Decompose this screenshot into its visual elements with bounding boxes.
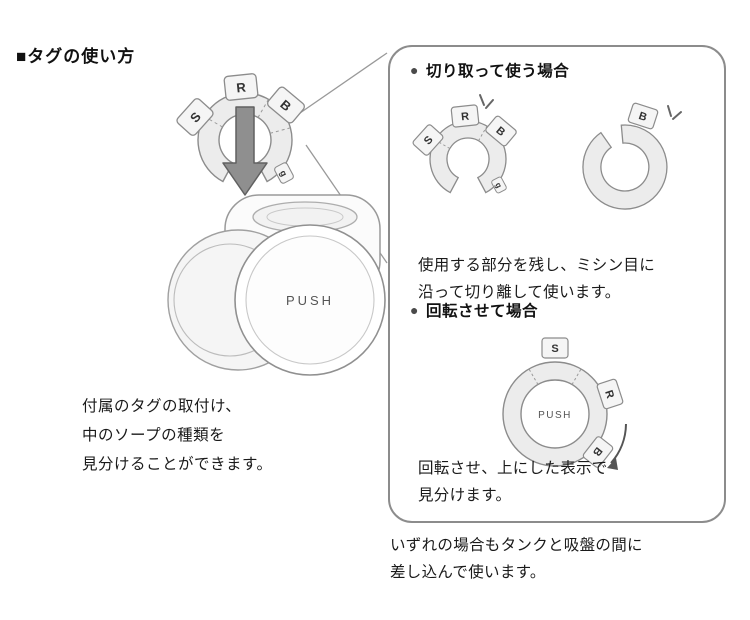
main-illustration: PUSH S R B g bbox=[167, 52, 388, 376]
desc-line: 見分けます。 bbox=[418, 487, 512, 504]
tag-b: B bbox=[582, 436, 614, 468]
tag-b: B bbox=[627, 102, 659, 130]
cut-section-title: 切り取って使う場合 bbox=[425, 63, 570, 80]
svg-text:R: R bbox=[602, 389, 616, 400]
tag-ring bbox=[582, 124, 668, 210]
tag-s: S bbox=[176, 98, 214, 136]
svg-text:R: R bbox=[461, 111, 470, 124]
callout-line-top bbox=[299, 52, 388, 114]
caption-line: 付属のタグの取付け、 bbox=[82, 398, 242, 415]
rotate-section-title: 回転させて場合 bbox=[425, 303, 538, 320]
bullet-icon: ● bbox=[410, 302, 419, 318]
tag-ring-hole bbox=[520, 379, 590, 449]
cut-section-heading: ● 切り取って使う場合 bbox=[410, 59, 569, 81]
caption-line: 見分けることができます。 bbox=[82, 456, 273, 473]
rotate-arrow-icon bbox=[607, 423, 627, 470]
svg-text:S: S bbox=[551, 343, 558, 355]
tag-s: S bbox=[541, 337, 569, 359]
main-caption: 付属のタグの取付け、 中のソープの種類を 見分けることができます。 bbox=[82, 392, 272, 479]
footer-line: いずれの場合もタンクと吸盤の間に bbox=[390, 537, 643, 554]
footer-line: 差し込んで使います。 bbox=[390, 564, 546, 581]
emphasis-lines bbox=[479, 94, 494, 109]
tag-r: R bbox=[596, 378, 624, 410]
desc-line: 回転させ、上にした表示で bbox=[418, 460, 608, 477]
cut-diagram-single: B bbox=[582, 102, 682, 210]
perforation-lines bbox=[528, 368, 582, 385]
down-arrow-icon bbox=[222, 106, 268, 196]
bullet-icon: ● bbox=[410, 62, 419, 78]
instructions-panel: ● 切り取って使う場合 S R B g bbox=[388, 45, 726, 523]
svg-text:R: R bbox=[236, 79, 248, 95]
push-label: PUSH bbox=[538, 410, 572, 421]
rotate-section-desc: 回転させ、上にした表示で 見分けます。 bbox=[418, 455, 608, 509]
rotate-section-heading: ● 回転させて場合 bbox=[410, 299, 538, 321]
rotate-diagram: PUSH S R B bbox=[502, 337, 627, 470]
tag-r: R bbox=[223, 73, 259, 101]
svg-text:g: g bbox=[493, 181, 503, 190]
cut-section-desc: 使用する部分を残し、ミシン目に 沿って切り離して使います。 bbox=[418, 252, 655, 306]
push-label: PUSH bbox=[286, 293, 334, 308]
svg-text:B: B bbox=[637, 110, 648, 124]
tag-b: B bbox=[485, 115, 517, 147]
emphasis-lines bbox=[667, 105, 682, 120]
desc-line: 使用する部分を残し、ミシン目に bbox=[418, 257, 656, 274]
tag-g-mark: g bbox=[491, 176, 507, 194]
desc-line: 沿って切り離して使います。 bbox=[418, 284, 621, 301]
footer-note: いずれの場合もタンクと吸盤の間に 差し込んで使います。 bbox=[390, 532, 643, 586]
tag-g-mark: g bbox=[274, 162, 294, 184]
tag-b: B bbox=[267, 86, 305, 124]
tag-s: S bbox=[412, 124, 444, 156]
caption-line: 中のソープの種類を bbox=[82, 427, 226, 444]
svg-text:g: g bbox=[278, 168, 289, 178]
cut-diagram-multi: S R B g bbox=[412, 94, 517, 194]
pump-face: PUSH bbox=[234, 224, 386, 376]
tag-r: R bbox=[450, 104, 480, 128]
page-title: ■タグの使い方 bbox=[16, 47, 136, 66]
